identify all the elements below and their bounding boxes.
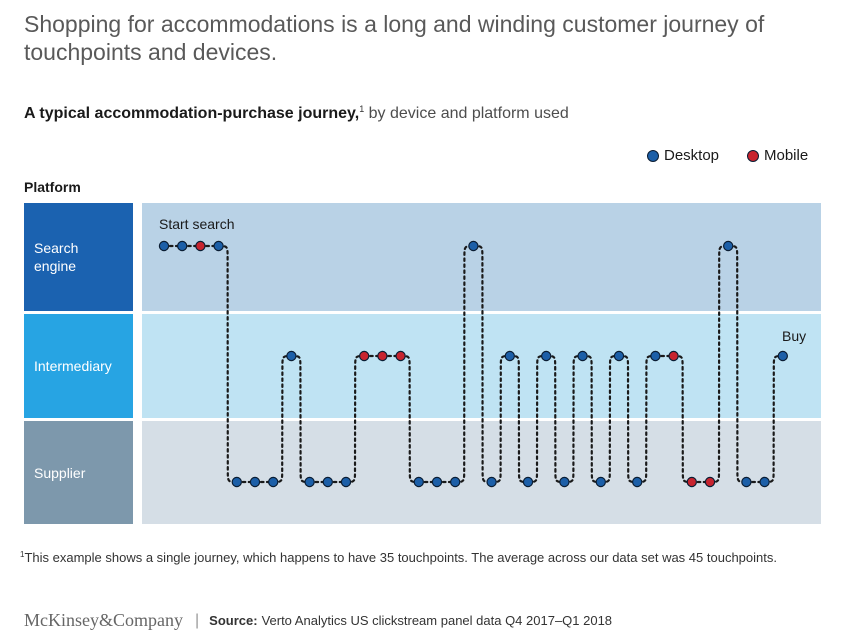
touchpoint-desktop <box>286 350 297 362</box>
touchpoint-mobile <box>359 350 370 362</box>
journey-segment <box>290 354 311 484</box>
touchpoint-desktop <box>450 476 461 488</box>
journey-path <box>162 244 784 484</box>
journey-segment <box>727 244 748 484</box>
touchpoint-desktop <box>176 240 188 252</box>
journey-segment <box>272 354 293 484</box>
journey-segment <box>672 354 693 484</box>
legend-desktop: Desktop <box>647 147 719 164</box>
touchpoint-mobile <box>686 476 698 488</box>
platform-axis-label: Platform <box>24 179 81 195</box>
headline: Shopping for accommodations is a long an… <box>24 11 765 65</box>
touchpoint-mobile <box>395 350 406 362</box>
touchpoint-desktop <box>741 476 752 488</box>
touchpoint-desktop <box>158 240 170 252</box>
subtitle-rest: by device and platform used <box>364 105 569 122</box>
desktop-dot-icon <box>647 149 659 162</box>
touchpoint-desktop <box>632 476 643 488</box>
journey-touchpoints <box>158 240 789 488</box>
journey-segment <box>217 244 238 484</box>
journey-segment <box>708 244 730 484</box>
touchpoint-desktop <box>268 476 279 488</box>
touchpoint-mobile <box>668 350 679 362</box>
touchpoint-desktop <box>304 476 315 488</box>
mckinsey-logo: McKinsey&Company <box>24 610 183 630</box>
touchpoint-desktop <box>249 476 261 488</box>
journey-segment <box>545 354 566 484</box>
touchpoint-desktop <box>231 476 242 488</box>
footnote: 1This example shows a single journey, wh… <box>20 546 820 567</box>
subtitle-bold: A typical accommodation-purchase journey… <box>24 105 360 122</box>
footnote-text: This example shows a single journey, whi… <box>24 550 777 565</box>
source-text: Verto Analytics US clickstream panel dat… <box>261 613 613 628</box>
journey-segment <box>454 244 475 484</box>
buy-label: Buy <box>782 328 806 344</box>
touchpoint-desktop <box>340 476 352 488</box>
footer: McKinsey&Company | Source: Verto Analyti… <box>24 610 612 631</box>
legend-mobile-label: Mobile <box>764 147 809 164</box>
journey-segment <box>599 354 621 484</box>
touchpoint-mobile <box>195 240 206 252</box>
row-label-search-engine-text: Search engine <box>34 240 79 274</box>
touchpoint-desktop <box>322 476 333 488</box>
mobile-dot-icon <box>747 149 759 162</box>
journey-segment <box>508 354 530 484</box>
journey-segment <box>472 244 493 484</box>
journey-segment <box>763 354 784 484</box>
legend-desktop-label: Desktop <box>664 147 720 164</box>
touchpoint-desktop <box>413 476 424 488</box>
touchpoint-desktop <box>650 350 661 362</box>
touchpoint-desktop <box>723 240 734 252</box>
journey-segment <box>526 354 548 484</box>
row-label-supplier-text: Supplier <box>34 464 86 481</box>
journey-segment <box>636 354 657 484</box>
touchpoint-desktop <box>486 476 497 488</box>
touchpoint-desktop <box>613 350 625 362</box>
chart-subtitle: A typical accommodation-purchase journey… <box>24 104 569 123</box>
touchpoint-desktop <box>759 476 770 488</box>
touchpoint-mobile <box>377 350 388 362</box>
row-label-intermediary-text: Intermediary <box>34 358 112 374</box>
legend-mobile: Mobile <box>747 147 808 164</box>
touchpoint-desktop <box>504 350 515 362</box>
source-label: Source: <box>209 613 258 628</box>
journey-segment <box>490 354 511 484</box>
touchpoint-desktop <box>431 476 443 488</box>
touchpoint-desktop <box>577 350 588 362</box>
journey-segment <box>344 354 366 484</box>
touchpoint-desktop <box>777 350 789 362</box>
subtitle-footnote-marker: 1 <box>359 104 365 114</box>
journey-segment <box>563 354 584 484</box>
row-label-supplier: Supplier <box>24 421 133 524</box>
row-label-intermediary: Intermediary <box>24 314 133 418</box>
footer-separator: | <box>195 611 200 629</box>
touchpoint-desktop <box>468 240 479 252</box>
start-search-label: Start search <box>159 216 234 232</box>
touchpoint-desktop <box>522 476 534 488</box>
journey-segment <box>581 354 602 484</box>
journey-segment <box>617 354 639 484</box>
row-label-search-engine: Search engine <box>24 203 133 311</box>
touchpoint-desktop <box>541 350 552 362</box>
footnote-marker: 1 <box>20 550 25 559</box>
journey-segment <box>399 354 420 484</box>
touchpoint-desktop <box>559 476 570 488</box>
touchpoint-desktop <box>213 240 224 252</box>
touchpoint-desktop <box>595 476 607 488</box>
touchpoint-mobile <box>704 476 716 488</box>
